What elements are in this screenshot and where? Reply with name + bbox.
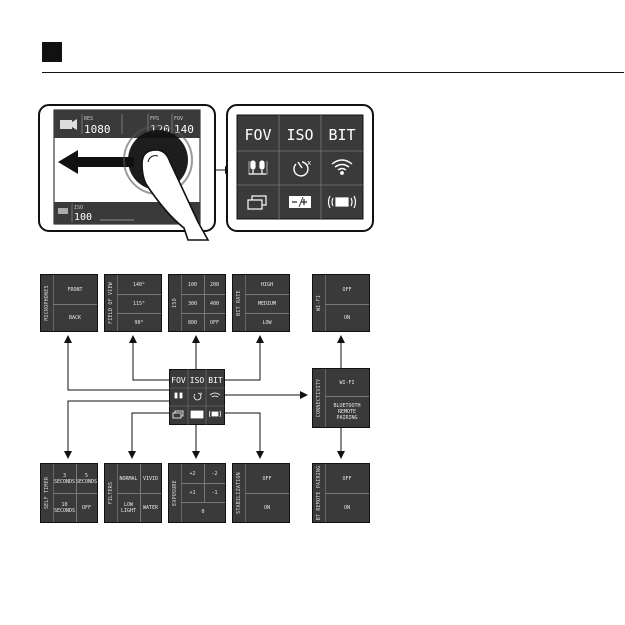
small-exposure-icon	[190, 410, 204, 419]
option-5-seconds: 5 SECONDS	[75, 472, 98, 485]
panel-title: MICROPHONES	[44, 285, 50, 321]
small-menu-fov: FOV	[171, 376, 186, 385]
panel-self-timer: SELF TIMER 3 SECONDS 5 SECONDS 10 SECOND…	[40, 463, 98, 523]
small-menu-bit: BIT	[208, 376, 223, 385]
panel-title: BT REMOTE PAIRING	[316, 465, 322, 521]
option-stab-on: ON	[263, 504, 271, 511]
menu-bit-label: BIT	[328, 126, 355, 144]
header-rule	[42, 72, 624, 73]
touch-screen: RES 1080 FPS 120 FOV 140 ISO 100	[38, 104, 216, 241]
panel-field-of-view: FIELD OF VIEW 140° 115° 90°	[104, 274, 162, 332]
option-wifi-on: ON	[343, 315, 351, 321]
exposure-icon	[289, 196, 311, 208]
option-fov-140: 140°	[132, 281, 146, 288]
option-iso-400: 400	[209, 300, 220, 307]
panel-title: FIELD OF VIEW	[108, 282, 114, 324]
panel-wifi: WI-FI OFF ON	[312, 274, 370, 332]
iso-label: ISO	[74, 205, 83, 211]
panel-title: CONNECTIVITY	[316, 378, 322, 418]
option-bt-on: ON	[343, 504, 351, 511]
panel-stabilization: STABILIZATION OFF ON	[232, 463, 290, 523]
option-iso-800: 800	[187, 319, 198, 326]
panel-filters: FILTERS NORMAL VIVID LOW LIGHT WATER	[104, 463, 162, 523]
option-water: WATER	[142, 504, 159, 511]
arrow-to-self-timer	[64, 400, 175, 459]
option-zero: 0	[201, 509, 205, 515]
menu-screen-large: FOV ISO BIT x	[226, 104, 374, 232]
panel-title: FILTERS	[108, 481, 114, 505]
option-bt-off: OFF	[342, 475, 352, 482]
option-iso-300: 300	[187, 300, 198, 307]
res-label: RES	[84, 116, 93, 122]
panel-bt-remote-pairing: BT REMOTE PAIRING OFF ON	[312, 463, 370, 523]
panel-title: BIT RATE	[236, 290, 242, 316]
option-10-seconds: 10 SECONDS	[53, 501, 76, 514]
iso-value: 100	[74, 212, 92, 223]
option-iso-off: OFF	[209, 319, 220, 326]
finger-icon	[141, 149, 210, 241]
panel-microphones: MICROPHONES FRONT BACK	[40, 274, 98, 332]
option-low-light: LOW LIGHT	[120, 501, 137, 514]
option-minus-2: -2	[211, 470, 218, 477]
fps-label: FPS	[150, 116, 159, 122]
option-normal: NORMAL	[119, 475, 138, 482]
option-plus-1: +1	[189, 489, 196, 496]
arrow-to-stabilization	[218, 412, 264, 459]
fov-label: FOV	[174, 116, 183, 122]
menu-iso-label: ISO	[286, 126, 313, 144]
section-marker	[42, 42, 62, 62]
microphone-icon	[248, 160, 268, 175]
menu-screen-small: FOV ISO BIT x	[169, 369, 225, 425]
panel-exposure: EXPOSURE +2 -2 +1 -1 0	[168, 463, 226, 523]
wifi-icon	[331, 159, 353, 175]
option-high: HIGH	[260, 281, 274, 288]
arrow-to-fov	[129, 335, 178, 381]
arrow-to-filters	[128, 412, 178, 459]
option-timer-off: OFF	[81, 504, 92, 511]
swipe-left-arrow-icon	[58, 150, 134, 174]
menu-fov-label: FOV	[244, 126, 271, 144]
self-timer-icon: x	[293, 159, 311, 177]
small-self-timer-icon: x	[193, 391, 203, 401]
small-microphone-icon	[174, 392, 183, 399]
arrow-to-bitrate	[220, 335, 264, 381]
panel-connectivity: CONNECTIVITY WI-FI BLUETOOTH REMOTE PAIR…	[312, 368, 370, 428]
res-value: 1080	[84, 123, 111, 136]
option-fov-115: 115°	[132, 300, 146, 307]
option-3-seconds: 3 SECONDS	[53, 472, 76, 485]
panel-title: WI-FI	[316, 294, 322, 312]
option-connectivity-wifi: WI-FI	[339, 379, 355, 386]
option-stab-off: OFF	[262, 475, 272, 482]
svg-text:x: x	[307, 159, 311, 167]
small-wifi-icon	[209, 392, 221, 398]
option-low: LOW	[262, 319, 272, 326]
svg-text:x: x	[200, 391, 203, 396]
option-minus-1: -1	[211, 489, 218, 496]
fov-value: 140	[174, 123, 194, 136]
option-plus-2: +2	[189, 470, 196, 477]
panel-iso: ISO 100 200 300 400 800 OFF	[168, 274, 226, 332]
option-medium: MEDIUM	[257, 300, 277, 307]
small-menu-iso: ISO	[190, 376, 205, 385]
panel-bit-rate: BIT RATE HIGH MEDIUM LOW	[232, 274, 290, 332]
option-wifi-off: OFF	[342, 286, 352, 293]
panel-title: SELF TIMER	[44, 476, 50, 510]
arrow-to-microphones	[64, 335, 173, 391]
panel-title: STABILIZATION	[236, 472, 242, 514]
option-bluetooth-remote-pairing: BLUETOOTH REMOTE PAIRING	[333, 403, 361, 421]
option-vivid: VIVID	[142, 475, 159, 482]
small-stabilization-icon	[209, 410, 221, 418]
option-front: FRONT	[67, 286, 83, 293]
filter-icon	[247, 195, 267, 210]
option-iso-200: 200	[209, 281, 220, 288]
panel-title: ISO	[172, 298, 178, 308]
small-filter-icon	[172, 410, 184, 419]
option-iso-100: 100	[187, 281, 198, 288]
stabilization-icon	[327, 195, 357, 209]
option-back: BACK	[68, 315, 82, 321]
option-fov-90: 90°	[134, 319, 144, 326]
panel-title: EXPOSURE	[172, 480, 178, 506]
